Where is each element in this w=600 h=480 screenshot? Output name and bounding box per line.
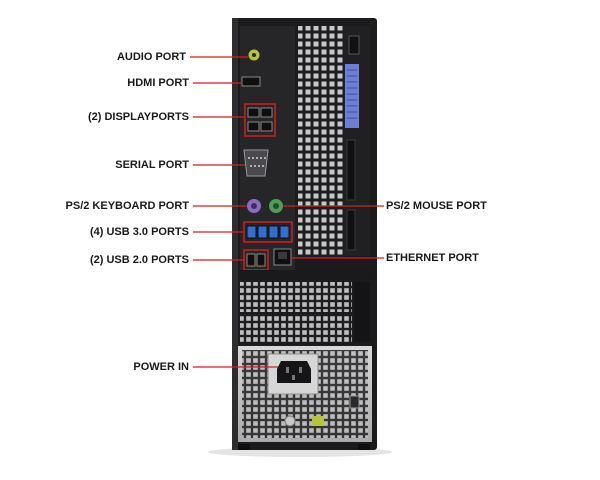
serial-port bbox=[243, 149, 269, 177]
bracket-vent-lines bbox=[347, 69, 357, 119]
power-in-socket bbox=[277, 361, 311, 383]
psu-status-led bbox=[312, 416, 324, 426]
case-left-edge bbox=[232, 18, 238, 450]
label-usb30-ports: (4) USB 3.0 PORTS bbox=[89, 226, 189, 238]
usb3-port-1 bbox=[246, 225, 257, 239]
serial-pins bbox=[248, 157, 266, 167]
label-serial-port: SERIAL PORT bbox=[115, 159, 189, 171]
label-displayports: (2) DISPLAYPORTS bbox=[87, 111, 189, 123]
lower-grille-1 bbox=[240, 282, 352, 312]
displayports-highlight bbox=[244, 103, 276, 137]
displayport-4 bbox=[260, 121, 273, 132]
leader-lines bbox=[190, 56, 384, 368]
label-usb20-ports: (2) USB 2.0 PORTS bbox=[89, 254, 189, 266]
label-ps2-keyboard-port: PS/2 KEYBOARD PORT bbox=[65, 200, 189, 212]
label-hdmi-port: HDMI PORT bbox=[127, 77, 189, 89]
displayport-2 bbox=[260, 107, 273, 118]
psu-test-button bbox=[284, 415, 296, 427]
expansion-slot bbox=[346, 139, 356, 201]
padlock-loop bbox=[348, 35, 360, 55]
usb2-port-2 bbox=[256, 253, 266, 267]
usb2-port-1 bbox=[246, 253, 256, 267]
expansion-slot-2 bbox=[346, 209, 356, 251]
top-vent-grille bbox=[298, 26, 344, 258]
label-audio-port: AUDIO PORT bbox=[116, 51, 186, 63]
lower-grille-2 bbox=[240, 316, 352, 342]
label-ethernet-port: ETHERNET PORT bbox=[386, 252, 479, 264]
label-power-in: POWER IN bbox=[133, 361, 189, 373]
displayport-1 bbox=[247, 107, 260, 118]
hdmi-port bbox=[241, 76, 261, 87]
usb3-port-3 bbox=[268, 225, 279, 239]
padlock-ring bbox=[349, 395, 360, 409]
usb3-port-4 bbox=[279, 225, 290, 239]
usb3-port-2 bbox=[257, 225, 268, 239]
label-ps2-mouse-port: PS/2 MOUSE PORT bbox=[386, 200, 487, 212]
displayport-3 bbox=[247, 121, 260, 132]
